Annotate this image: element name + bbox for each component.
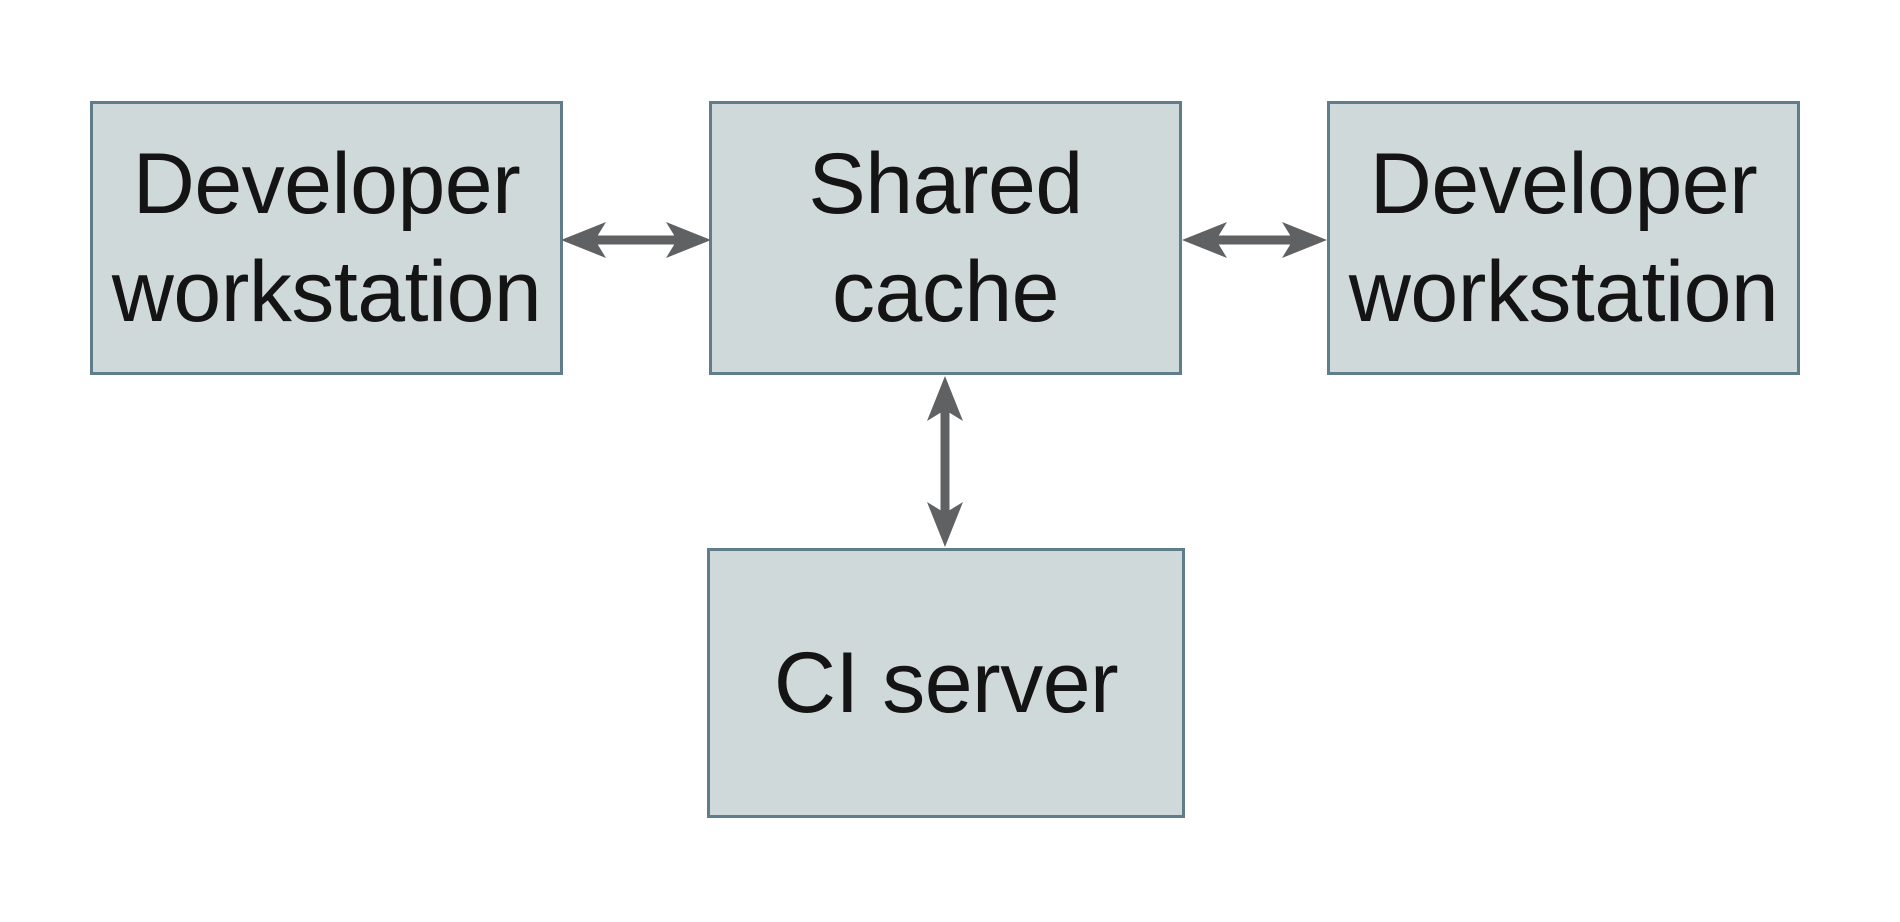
double-arrow-icon <box>1182 222 1327 258</box>
node-label: CI server <box>773 629 1119 737</box>
node-label-line: workstation <box>111 244 542 340</box>
node-shared-cache: Shared cache <box>709 101 1182 375</box>
node-ci-server: CI server <box>707 548 1185 818</box>
node-developer-workstation-left: Developer workstation <box>90 101 563 375</box>
node-label-line: Shared <box>808 136 1083 232</box>
node-label-line: Developer <box>132 136 521 232</box>
bidirectional-arrow-left-workstation-shared-cache <box>561 220 711 260</box>
node-label: Shared cache <box>808 130 1083 346</box>
node-label-line: Developer <box>1369 136 1758 232</box>
bidirectional-arrow-shared-cache-right-workstation <box>1182 220 1327 260</box>
node-label: Developer workstation <box>111 130 542 346</box>
node-label-line: cache <box>831 244 1060 340</box>
bidirectional-arrow-shared-cache-ci-server <box>925 376 965 547</box>
node-developer-workstation-right: Developer workstation <box>1327 101 1800 375</box>
node-label-line: workstation <box>1348 244 1779 340</box>
node-label: Developer workstation <box>1348 130 1779 346</box>
double-arrow-icon <box>561 222 711 258</box>
double-arrow-icon <box>927 376 963 547</box>
node-label-line: CI server <box>773 635 1119 731</box>
